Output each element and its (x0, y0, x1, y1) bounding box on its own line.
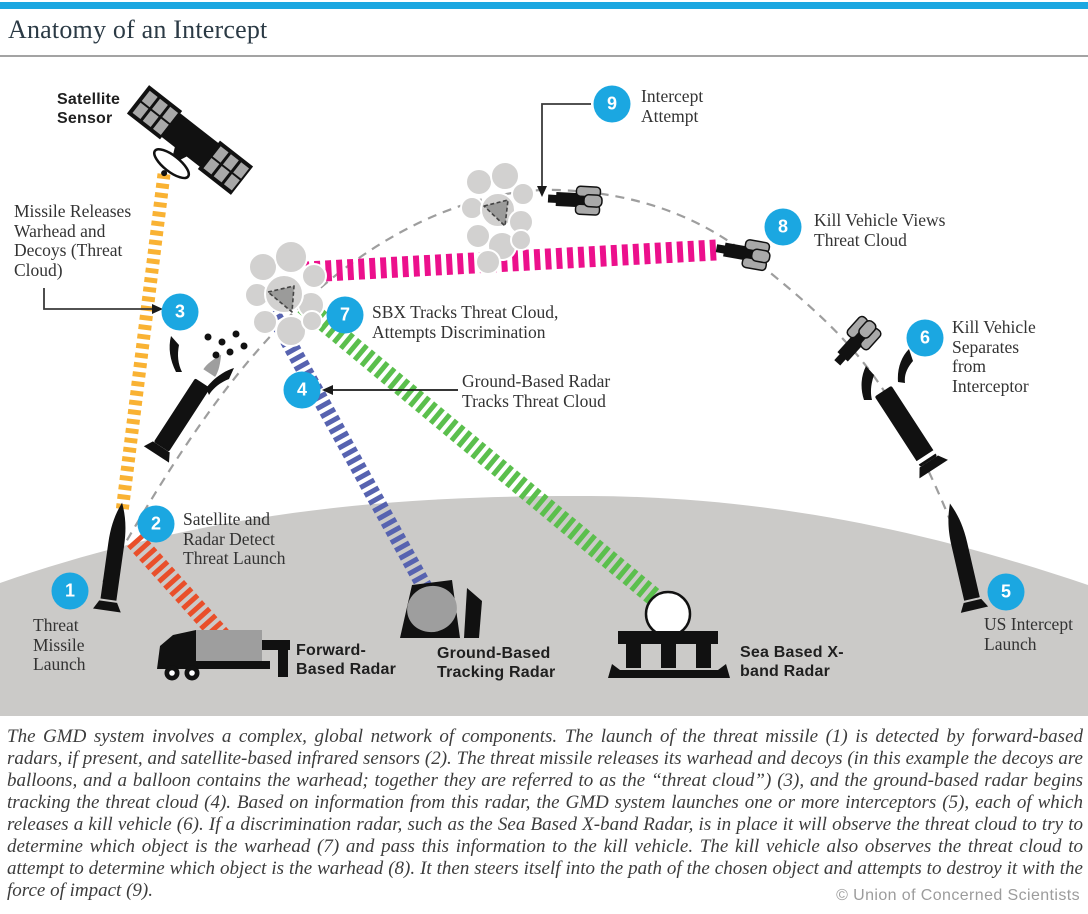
kill-vehicle-icon (834, 315, 882, 366)
step-label-2: Satellite and Radar Detect Threat Launch (183, 509, 286, 568)
step-label-4: Ground-Based Radar Tracks Threat Cloud (462, 371, 611, 411)
ground-based-tracking-radar-label: Ground-Based Tracking Radar (437, 645, 556, 681)
kill-vehicle-view-beam (305, 239, 717, 283)
forward-based-radar-icon (157, 630, 290, 681)
diagram-art (0, 85, 1088, 716)
interceptor-separation-icon (861, 349, 948, 479)
step-badge-1: 1 (51, 572, 89, 610)
ground-dome (0, 495, 1088, 716)
satellite-sensor-label: Satellite Sensor (57, 91, 121, 127)
step3-pointer-arrow (43, 288, 163, 314)
top-accent-bar (0, 2, 1088, 9)
step-label-1: Threat Missile Launch (33, 615, 86, 674)
sbx-beam (293, 294, 667, 610)
step-label-7: SBX Tracks Threat Cloud, Attempts Discri… (372, 302, 559, 342)
threat-cloud-apex-icon (460, 161, 535, 275)
step-label-6: Kill Vehicle Separates from Interceptor (952, 317, 1036, 396)
step4-pointer-arrow (322, 385, 458, 395)
step-badge-5: 5 (987, 573, 1025, 611)
step-badge-2: 2 (137, 505, 175, 543)
credit-line: © Union of Concerned Scientists (836, 887, 1080, 904)
step-label-3: Missile Releases Warhead and Decoys (Thr… (14, 201, 132, 280)
ground-based-tracking-radar-icon (400, 580, 482, 638)
caption-paragraph: The GMD system involves a complex, globa… (7, 726, 1083, 901)
warhead-in-cloud-icon (267, 285, 295, 313)
decoy-dots (204, 330, 248, 359)
forward-based-radar-label: Forward-Based Radar (296, 642, 397, 678)
satellite-icon (126, 85, 254, 195)
forward-radar-beam (125, 531, 236, 651)
ground-radar-beam (265, 308, 441, 608)
step9-pointer-arrow (537, 103, 591, 197)
diagram-canvas (0, 58, 1088, 718)
sea-based-x-band-radar-icon (608, 590, 730, 678)
sea-based-x-band-radar-label: Sea Based X-band Radar (740, 644, 844, 680)
interceptor-missile-icon (948, 503, 989, 613)
kill-vehicle-icon (547, 185, 603, 216)
step-label-9: Intercept Attempt (641, 86, 704, 126)
kill-vehicle-icon (715, 239, 771, 272)
step-badge-6: 6 (906, 319, 944, 357)
step-label-5: US Intercept Launch (984, 614, 1073, 654)
page-title: Anatomy of an Intercept (8, 15, 268, 44)
step-badge-9: 9 (593, 85, 631, 123)
threat-missile-icon (93, 502, 126, 613)
step-badge-7: 7 (326, 296, 364, 334)
step-badge-3: 3 (161, 293, 199, 331)
separating-missile-icon (143, 330, 248, 463)
step-label-8: Kill Vehicle Views Threat Cloud (814, 210, 946, 250)
threat-cloud-icon (244, 240, 327, 347)
header-divider (0, 55, 1088, 57)
warhead-in-cloud-icon (483, 199, 509, 227)
step-badge-8: 8 (764, 208, 802, 246)
step-badge-4: 4 (283, 371, 321, 409)
